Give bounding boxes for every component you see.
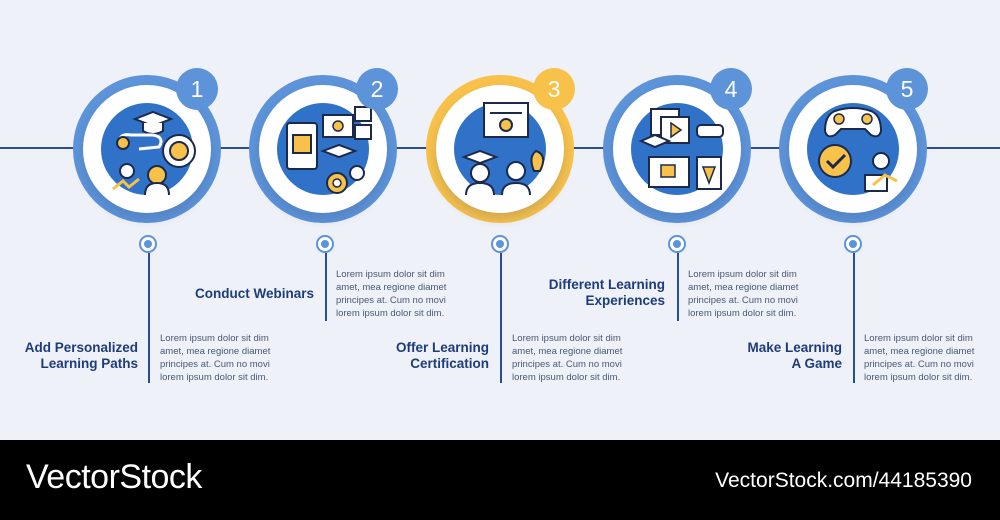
step-5-dot (844, 235, 862, 253)
learning-experiences-icon (631, 103, 724, 195)
certification-icon (454, 102, 546, 196)
watermark-bar (0, 440, 1000, 520)
watermark-url: VectorStock.com/44185390 (715, 469, 972, 492)
step-4: 4 (600, 0, 780, 440)
step-1-number-badge: 1 (176, 68, 218, 110)
step-5: 5 (776, 0, 956, 440)
step-3: 3 (423, 0, 603, 440)
step-5-ring (779, 75, 927, 223)
step-4-connector (677, 253, 679, 321)
step-3-number-badge: 3 (533, 68, 575, 110)
step-5-connector (853, 253, 855, 383)
step-2-number-badge: 2 (356, 68, 398, 110)
step-2: 2 (246, 0, 426, 440)
step-5-number-badge: 5 (886, 68, 928, 110)
game-icon (807, 103, 899, 195)
step-3-connector (500, 253, 502, 383)
step-2-dot (316, 235, 334, 253)
step-3-dot (491, 235, 509, 253)
step-1-dot (139, 235, 157, 253)
step-1-connector (148, 253, 150, 383)
step-1: 1 (70, 0, 250, 440)
step-4-dot (668, 235, 686, 253)
learning-path-icon (101, 103, 196, 196)
step-2-connector (325, 253, 327, 321)
watermark-brand: VectorStock (26, 458, 202, 496)
step-2-title: Conduct Webinars (194, 286, 314, 301)
webinar-icon (277, 103, 372, 195)
step-4-number-badge: 4 (710, 68, 752, 110)
